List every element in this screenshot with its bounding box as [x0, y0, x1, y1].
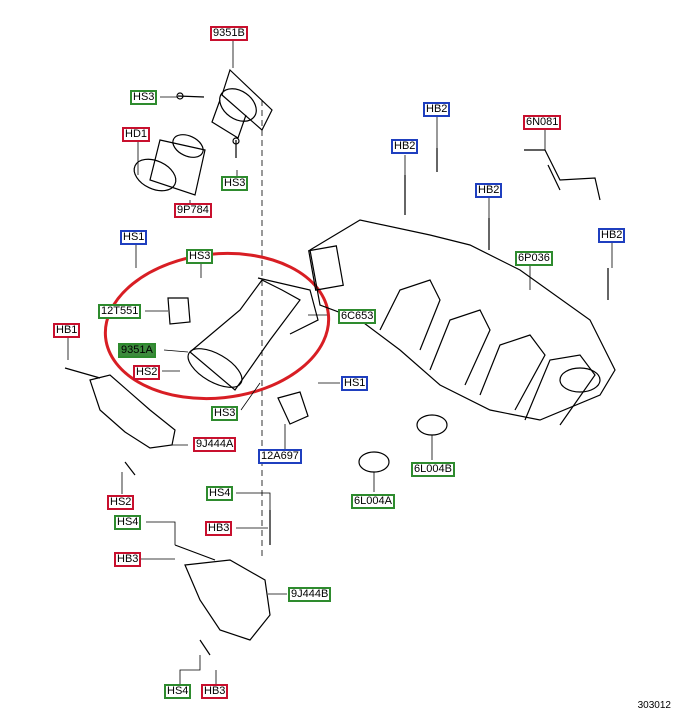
- gasket-6L004B-drawing: [416, 414, 448, 436]
- label-HB2: HB2: [598, 228, 626, 243]
- label-HS3: HS3: [130, 90, 158, 105]
- label-6L004A: 6L004A: [351, 494, 395, 509]
- label-HS1: HS1: [120, 230, 148, 245]
- label-6C653: 6C653: [338, 309, 377, 324]
- bracket-6N081-drawing: [524, 149, 601, 201]
- intake-manifold-drawing: [308, 219, 616, 426]
- label-HB2: HB2: [423, 102, 451, 117]
- leader-lines: [67, 40, 613, 690]
- label-HS1: HS1: [341, 376, 369, 391]
- label-HS2: HS2: [133, 365, 161, 380]
- bolt-hb2-drawing: [404, 148, 609, 300]
- label-6N081: 6N081: [523, 115, 562, 130]
- label-12A697: 12A697: [258, 449, 302, 464]
- label-HS4: HS4: [114, 515, 142, 530]
- air-duct-9351B-drawing: [211, 68, 273, 139]
- label-9351A: 9351A: [118, 343, 156, 358]
- label-HB1: HB1: [53, 323, 81, 338]
- label-HB3: HB3: [114, 552, 142, 567]
- sensor-12A697-drawing: [277, 391, 309, 425]
- label-12T551: 12T551: [98, 304, 142, 319]
- label-9P784: 9P784: [174, 203, 212, 218]
- bolt-hs3-top-drawing: [176, 92, 205, 100]
- label-HS3: HS3: [211, 406, 239, 421]
- label-9J444A: 9J444A: [193, 437, 237, 452]
- label-9351B: 9351B: [210, 26, 248, 41]
- label-HB3: HB3: [205, 521, 233, 536]
- label-6P036: 6P036: [515, 251, 553, 266]
- coupling-9P784-drawing: [133, 134, 206, 196]
- label-HD1: HD1: [122, 127, 151, 142]
- air-duct-9351A-drawing: [187, 277, 319, 391]
- bolt-hs3-mid-drawing: [232, 137, 240, 158]
- gasket-6L004A-drawing: [358, 451, 390, 473]
- label-9J444B: 9J444B: [288, 587, 332, 602]
- bracket-9J444B-drawing: [174, 510, 271, 656]
- label-6L004B: 6L004B: [411, 462, 455, 477]
- label-HB2: HB2: [475, 183, 503, 198]
- label-HS4: HS4: [206, 486, 234, 501]
- bracket-9J444A-drawing: [64, 367, 176, 476]
- label-HS2: HS2: [107, 495, 135, 510]
- figure-number: 303012: [637, 700, 671, 711]
- label-HB3: HB3: [201, 684, 229, 699]
- label-HS3: HS3: [186, 249, 214, 264]
- label-HB2: HB2: [391, 139, 419, 154]
- sensor-12T551-drawing: [167, 297, 191, 325]
- label-HS3: HS3: [221, 176, 249, 191]
- label-HS4: HS4: [164, 684, 192, 699]
